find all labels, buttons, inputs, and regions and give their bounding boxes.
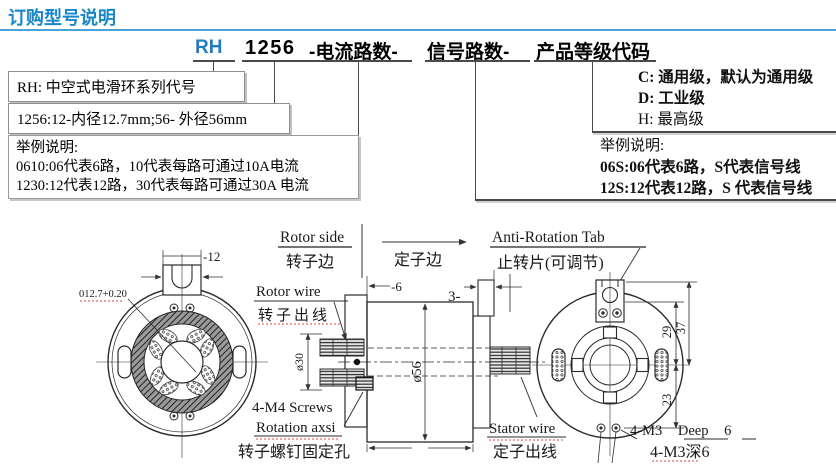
example-title: 举例说明:: [600, 138, 665, 154]
connector-line: [213, 60, 214, 72]
example-line: 1230:12代表12路，30代表每路可通过30A 电流: [16, 178, 309, 194]
dim-wire-dia: ø30: [292, 353, 306, 371]
front-view-rotor: -12 012.7+0.20: [79, 249, 268, 458]
dim-pin: 3-: [448, 289, 461, 305]
model-signal-segment: 信号路数-: [427, 42, 510, 63]
current-example-box: 举例说明: 0610:06代表6路，10代表每路可通过10A电流 1230:12…: [8, 135, 359, 199]
example-line: 12S:12代表12路，S 代表信号线: [600, 180, 813, 197]
m3-deep-label-cn: 4-M3深6: [650, 443, 710, 461]
model-grade-segment: 产品等级代码: [536, 42, 651, 63]
m4-screws-label: 4-M4 Screws: [252, 400, 333, 416]
dim-bore: 012.7+0.20: [79, 289, 127, 300]
stator-side-label-cn: 定子边: [394, 251, 442, 269]
grade-level-d: D: 工业级: [638, 90, 705, 107]
rotor-wire-label-cn: 转子出线: [258, 307, 330, 324]
dim-flange: -6: [391, 279, 402, 294]
dim-tab-width: -12: [203, 249, 220, 264]
connector-line: [358, 60, 359, 136]
connector-line: [242, 60, 308, 62]
anti-rotation-label-cn: 止转片(可调节): [497, 254, 604, 272]
grade-levels: C: 通用级，默认为通用级 D: 工业级 H: 最高级: [638, 67, 813, 130]
connector-line: [534, 60, 656, 62]
connector-line: [475, 199, 836, 201]
dim-23: 23: [660, 394, 674, 407]
signal-example: 举例说明: 06S:06代表6路，S代表信号线 12S:12代表12路，S 代表…: [600, 136, 812, 199]
m3-deep-label-en: 4-M3 Deep 6: [630, 423, 731, 439]
section-labels: Rotor side 转子边 定子边 Anti-Rotation Tab 止转片…: [278, 224, 646, 282]
side-view: 3- -6 ø56 ø30: [238, 270, 566, 461]
rotation-axis-label-en: Rotation axsi: [256, 420, 336, 436]
stator-wire-label-en: Stator wire: [489, 421, 556, 437]
front-view-stator: 29 37 23 4-M3 Deep 6 4-M3深6: [532, 272, 756, 464]
dim-body-dia: ø56: [410, 362, 425, 383]
grade-level-c: C: 通用级，默认为通用级: [638, 69, 814, 86]
rotor-side-label-cn: 转子边: [286, 253, 334, 271]
connector-line: [475, 60, 476, 199]
model-current-segment: -电流路数-: [309, 42, 398, 63]
dim-29: 29: [660, 326, 674, 339]
connector-line: [274, 60, 275, 104]
connector-line: [592, 131, 836, 133]
model-size: 1256: [245, 37, 296, 59]
stator-wire-label-cn: 定子出线: [493, 443, 557, 461]
rotor-side-label-en: Rotor side: [280, 229, 344, 246]
title-underline: [0, 29, 836, 31]
connector-line: [592, 60, 593, 131]
connector-line: [193, 60, 235, 62]
anti-rotation-label-en: Anti-Rotation Tab: [492, 229, 605, 246]
connector-line: [425, 60, 530, 62]
rotation-axis-label-cn: 转子螺钉固定孔: [238, 443, 350, 461]
example-line: 06S:06代表6路，S代表信号线: [600, 159, 801, 176]
engineering-drawing: Rotor side 转子边 定子边 Anti-Rotation Tab 止转片…: [79, 224, 756, 464]
connector-line: [308, 60, 412, 62]
example-title: 举例说明:: [16, 140, 79, 156]
size-note-box: 1256:12-内径12.7mm;56- 外径56mm: [8, 103, 290, 134]
page-title: 订购型号说明: [8, 8, 116, 28]
rh-note-box: RH: 中空式电滑环系列代号: [8, 71, 245, 102]
grade-level-h: H: 最高级: [638, 111, 704, 128]
example-line: 0610:06代表6路，10代表每路可通过10A电流: [16, 159, 299, 175]
model-prefix: RH: [195, 37, 223, 58]
rotor-wire-label-en: Rotor wire: [256, 284, 321, 300]
dim-37: 37: [674, 322, 688, 335]
